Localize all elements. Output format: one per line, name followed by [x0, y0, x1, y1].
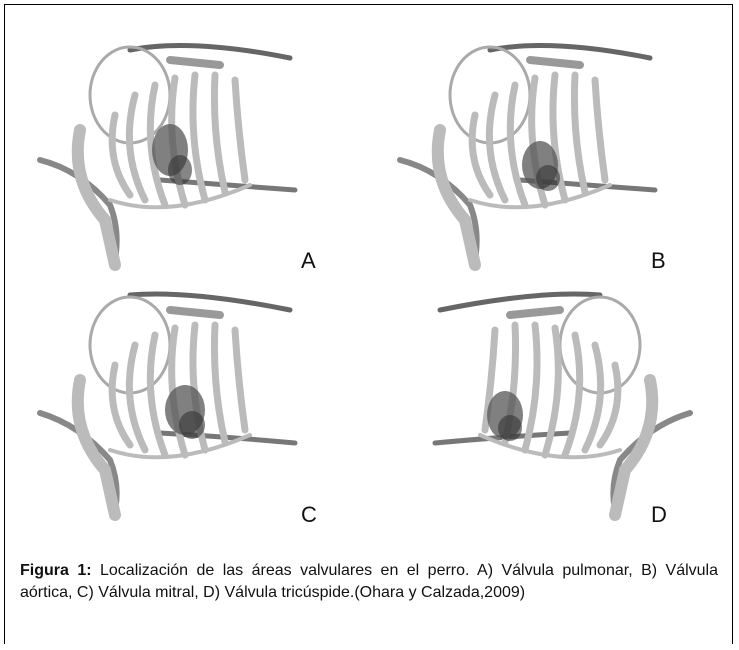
panel-letter-c: C: [301, 502, 317, 528]
panel-letter-d: D: [651, 502, 667, 528]
caption-label: Figura 1:: [20, 562, 92, 579]
caption-text: Localización de las áreas valvulares en …: [20, 562, 718, 601]
figure-caption: Figura 1: Localización de las áreas valv…: [20, 560, 718, 604]
panel-letter-a: A: [301, 248, 316, 274]
panel-letter-b: B: [651, 248, 666, 274]
